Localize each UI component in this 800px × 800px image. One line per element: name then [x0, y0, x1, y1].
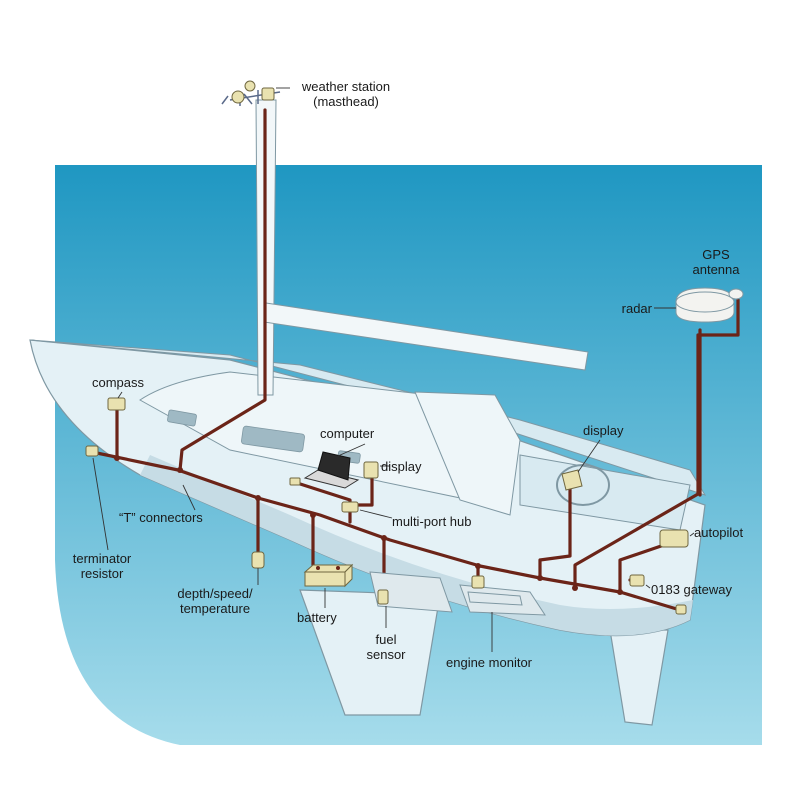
radar-dome [675, 287, 735, 323]
terminator-resistor [85, 445, 99, 457]
network-cables [90, 108, 740, 612]
hull-shadow [140, 455, 693, 636]
laptop-icon [289, 451, 360, 489]
helm-display-device [561, 469, 583, 491]
depth-text: depth/speed/ [177, 586, 253, 601]
weather-station-label: weather station (masthead) [290, 79, 402, 109]
fuel-text: fuel [375, 632, 397, 647]
terminator-text: terminator [72, 551, 132, 566]
engine-icon [459, 575, 546, 616]
terminator-resistor-label: terminator resistor [60, 551, 144, 581]
t-connector [572, 585, 578, 591]
hub-cable [292, 480, 352, 524]
autopilot-cable [618, 543, 666, 594]
fuel-tank [369, 571, 453, 613]
terminator-subtext: resistor [80, 566, 124, 581]
display-cable [350, 468, 374, 507]
cabin-window [167, 409, 197, 427]
display-label-helm: display [583, 423, 624, 438]
t-connector [255, 495, 261, 501]
autopilot-label: autopilot [694, 525, 744, 540]
gps-antenna-device [728, 288, 744, 300]
terminator-resistor-end [675, 604, 687, 615]
radar-cable [573, 298, 740, 590]
gateway-label: 0183 gateway [651, 582, 732, 597]
display-label-center: display [381, 459, 422, 474]
t-connector [177, 467, 183, 473]
display-device [363, 461, 379, 479]
weather-station-subtext: (masthead) [313, 94, 379, 109]
t-connector [537, 575, 543, 581]
cabin-window [241, 425, 305, 453]
autopilot-device [659, 529, 689, 548]
fuel-sensor-device [377, 589, 389, 605]
t-connectors-label: “T” connectors [119, 510, 203, 525]
helm-display-cable [538, 483, 572, 580]
mast-cable [178, 108, 267, 472]
depth-subtext: temperature [179, 601, 251, 616]
t-connector [617, 589, 623, 595]
gps-text: GPS [702, 247, 730, 262]
fuel-subtext: sensor [366, 647, 406, 662]
engine-monitor-label: engine monitor [446, 655, 532, 670]
dodger [414, 391, 521, 516]
depth-sensor-device [251, 551, 265, 569]
t-connector-nodes [114, 455, 623, 595]
gateway-device [629, 574, 645, 587]
backbone-cable [90, 450, 682, 612]
gps-subtext: antenna [692, 262, 740, 277]
compass-device [107, 397, 126, 411]
depth-speed-temperature-label: depth/speed/ temperature [160, 586, 270, 616]
t-connector [114, 455, 120, 461]
battery-device [303, 563, 354, 588]
compass-label: compass [92, 375, 145, 390]
t-connector [310, 512, 316, 518]
leader-lines [92, 87, 695, 652]
t-connector [381, 535, 387, 541]
radar-label: radar [621, 301, 652, 316]
computer-label: computer [320, 426, 375, 441]
battery-label: battery [297, 610, 337, 625]
fuel-sensor-label: fuel sensor [358, 632, 414, 662]
t-connector [475, 563, 481, 569]
weather-station-text: weather station [301, 79, 391, 94]
gps-antenna-label: GPS antenna [688, 247, 744, 277]
multi-port-hub-label: multi-port hub [392, 514, 472, 529]
weather-station-icon [221, 80, 281, 106]
multi-port-hub-device [341, 501, 359, 513]
